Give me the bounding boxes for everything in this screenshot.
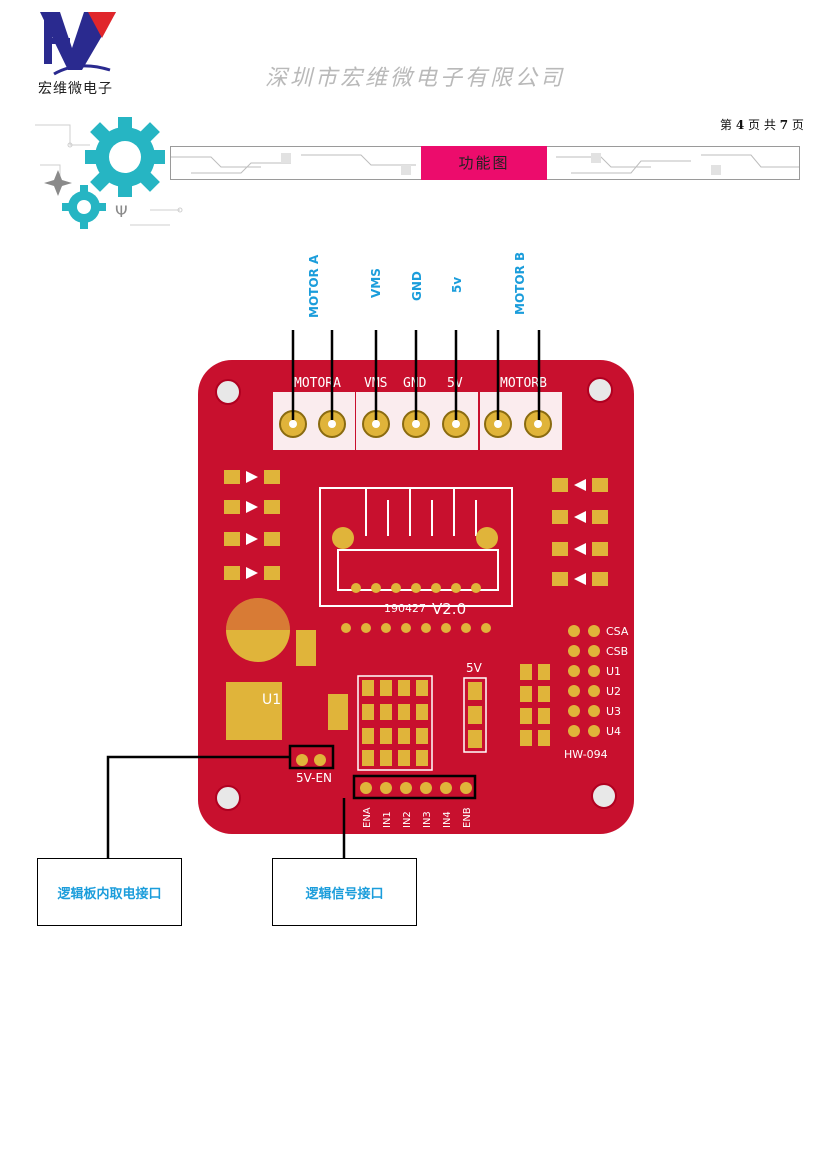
pin-label-motor-b: MOTOR B — [513, 251, 527, 315]
regulator-u1 — [226, 682, 282, 740]
capacitor — [226, 598, 290, 662]
heatsink-outline — [319, 487, 513, 607]
right-pin-label: U2 — [606, 685, 621, 698]
logo-text: 宏维微电子 — [38, 81, 113, 97]
callout-logic-signal: 逻辑信号接口 — [272, 858, 417, 926]
pin-label-motor-a: MOTOR A — [307, 254, 321, 318]
right-pin-label: CSB — [606, 645, 628, 658]
mount-hole — [215, 785, 241, 811]
header-pin — [568, 645, 580, 657]
header-pin — [588, 625, 600, 637]
header-pin — [588, 725, 600, 737]
header-pin — [588, 645, 600, 657]
page-indicator: 第 4 页 共 7 页 — [720, 118, 804, 132]
mount-hole — [587, 377, 613, 403]
sparkle-icon — [44, 170, 72, 196]
mount-hole — [591, 783, 617, 809]
silk-date: 190427 — [384, 602, 426, 615]
silk-vms: VMS — [364, 376, 387, 391]
silk-version: V2.0 — [432, 600, 466, 618]
header-pin — [568, 725, 580, 737]
header-pin — [568, 625, 580, 637]
silk-5v-en: 5V-EN — [296, 771, 332, 785]
right-pin-label: U3 — [606, 705, 621, 718]
silk-gnd: GND — [403, 376, 427, 391]
gear-icon — [85, 117, 165, 197]
header-pin — [568, 665, 580, 677]
company-logo — [40, 12, 116, 76]
silk-5v-small: 5V — [466, 661, 483, 675]
header-pin — [568, 685, 580, 697]
led-group-right — [552, 478, 608, 586]
silk-model: HW-094 — [564, 748, 608, 761]
logic-pin-label: IN3 — [422, 811, 433, 828]
header-pin — [588, 665, 600, 677]
right-pin-label: U1 — [606, 665, 621, 678]
right-pin-label: CSA — [606, 625, 629, 638]
logic-pin-label: IN2 — [402, 811, 413, 828]
callout-internal-power: 逻辑板内取电接口 — [37, 858, 182, 926]
pcb-board: MOTORA VMS GND 5V MOTORB 190427 V2.0 U1 — [198, 360, 634, 834]
led-group-left — [224, 470, 280, 580]
logic-pin-label: IN4 — [442, 811, 453, 828]
logic-pin-label: ENB — [462, 807, 473, 828]
pin-label-5v: 5v — [450, 276, 464, 293]
silk-u1: U1 — [262, 692, 281, 708]
pin-label-vms: VMS — [369, 268, 383, 298]
silk-motorb: MOTORB — [500, 376, 547, 391]
logic-pin-label: IN1 — [382, 811, 393, 828]
small-gear-icon — [62, 185, 106, 229]
header-pin — [568, 705, 580, 717]
company-name: 深圳市宏维微电子有限公司 — [265, 66, 566, 91]
header-pin — [588, 685, 600, 697]
silk-5v: 5V — [447, 376, 463, 391]
right-pin-label: U4 — [606, 725, 621, 738]
header-pin — [588, 705, 600, 717]
section-title: 功能图 — [421, 146, 547, 180]
pin-label-gnd: GND — [410, 271, 424, 301]
mount-hole — [215, 379, 241, 405]
logic-pin-label: ENA — [362, 807, 373, 828]
gears-decoration: Ψ — [35, 117, 183, 229]
usb-icon: Ψ — [115, 202, 128, 221]
silk-motora: MOTORA — [294, 376, 341, 391]
